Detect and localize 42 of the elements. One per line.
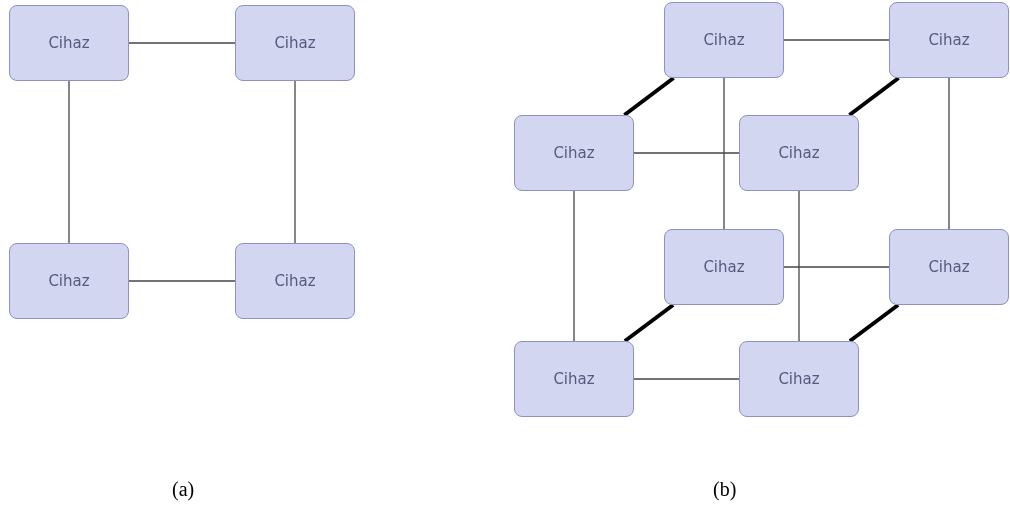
connector-line [573,190,575,342]
connector-line [848,303,900,343]
connector-line [633,378,740,380]
connector-line [623,76,675,117]
device-box [9,5,129,81]
connector-line [633,152,740,154]
device-box [664,2,784,78]
connector-line [68,80,70,244]
node-label: Cihaz [928,258,970,276]
node-label: Cihaz [274,272,316,290]
connector-line [798,190,800,342]
connector-line [783,266,890,268]
device-box [235,5,355,81]
node-label: Cihaz [274,34,316,52]
node-label: Cihaz [703,31,745,49]
connector-line [294,80,296,244]
node-label: Cihaz [778,144,820,162]
connector-line [623,303,675,343]
node-label: Cihaz [703,258,745,276]
node-label: Cihaz [48,272,90,290]
device-box [514,115,634,191]
device-box [889,2,1009,78]
panel-label: (b) [713,478,737,501]
device-box [889,229,1009,305]
panel-label: (a) [172,478,195,501]
connector-line [128,280,236,282]
connector-line [783,39,890,41]
node-label: Cihaz [48,34,90,52]
node-label: Cihaz [553,370,595,388]
node-label: Cihaz [553,144,595,162]
connector-line [848,76,900,117]
connector-line [128,42,236,44]
device-box [739,341,859,417]
device-box [739,115,859,191]
device-box [235,243,355,319]
connector-line [723,77,725,230]
device-box [514,341,634,417]
device-box [664,229,784,305]
node-label: Cihaz [778,370,820,388]
connector-line [948,77,950,230]
device-box [9,243,129,319]
node-label: Cihaz [928,31,970,49]
